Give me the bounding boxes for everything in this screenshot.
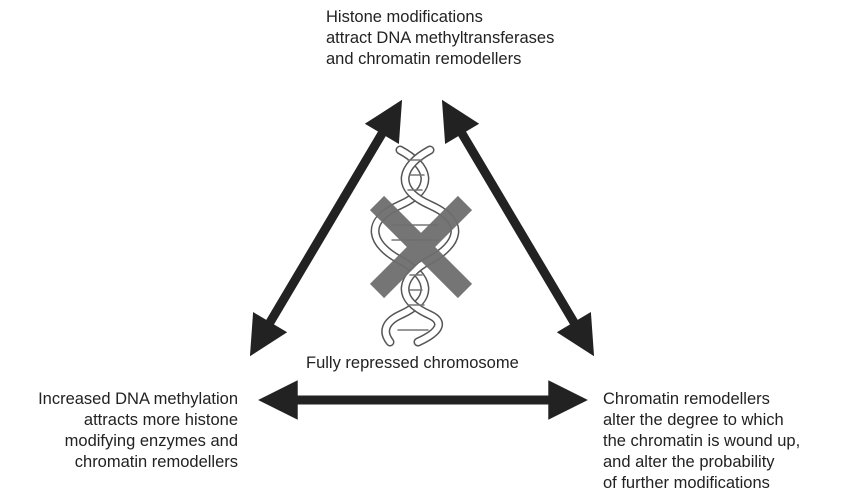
node-text-line: Histone modifications bbox=[326, 8, 483, 26]
node-text-line: and alter the probability bbox=[603, 453, 775, 471]
node-text-line: and chromatin remodellers bbox=[326, 50, 522, 68]
node-text-line: alter the degree to which bbox=[603, 411, 784, 429]
node-text-line: Increased DNA methylation bbox=[38, 390, 238, 408]
node-text-line: modifying enzymes and bbox=[64, 432, 238, 450]
node-text-line: chromatin remodellers bbox=[74, 453, 238, 471]
node-text-line: the chromatin is wound up, bbox=[603, 432, 801, 450]
arrow-top-left bbox=[249, 99, 403, 357]
node-chromatin-remodellers: Chromatin remodellers alter the degree t… bbox=[603, 389, 800, 494]
node-dna-methylation: Increased DNA methylation attracts more … bbox=[6, 389, 238, 473]
node-text-line: Chromatin remodellers bbox=[603, 390, 770, 408]
center-label: Fully repressed chromosome bbox=[306, 354, 519, 372]
node-text-line: attracts more histone bbox=[83, 411, 238, 429]
node-text-line: attract DNA methyltransferases bbox=[326, 29, 555, 47]
node-text-line: of further modifications bbox=[603, 474, 770, 492]
arrow-top-right bbox=[441, 99, 595, 357]
node-histone-modifications: Histone modifications attract DNA methyl… bbox=[326, 7, 554, 70]
cross-mark-icon bbox=[369, 195, 473, 299]
